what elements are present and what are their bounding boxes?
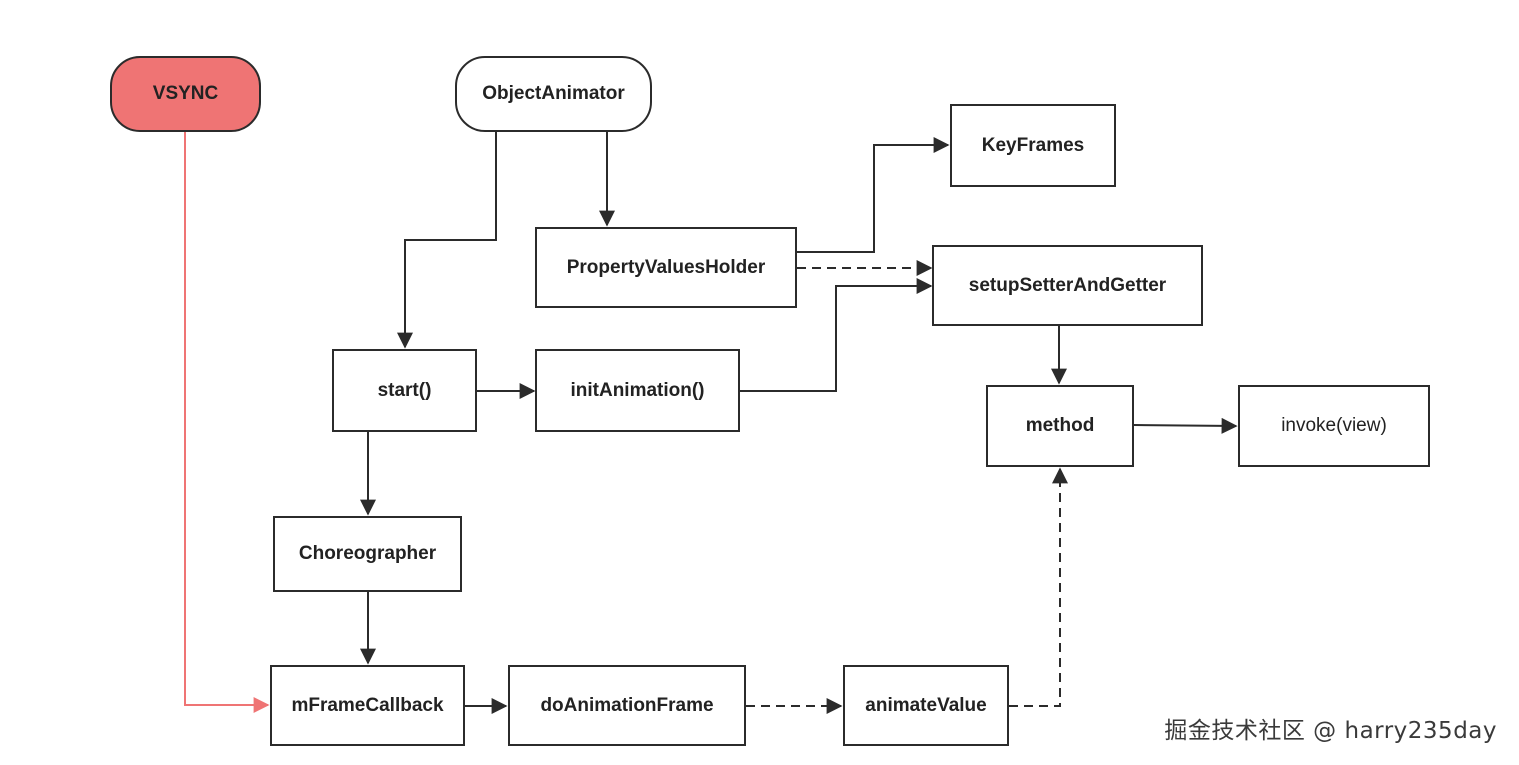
edge-objectanimator-to-start xyxy=(397,132,497,349)
node-method: method xyxy=(986,385,1134,467)
edge-propertyvaluesholder-to-keyframes xyxy=(797,137,950,253)
edge-method-to-invokeview xyxy=(1133,417,1238,434)
node-invoke-view: invoke(view) xyxy=(1238,385,1430,467)
node-do-animation-frame: doAnimationFrame xyxy=(508,665,746,746)
node-object-animator: ObjectAnimator xyxy=(455,56,652,132)
node-init-animation: initAnimation() xyxy=(535,349,740,432)
edge-initanimation-to-setupsetterandgetter xyxy=(740,278,933,392)
node-m-frame-callback: mFrameCallback xyxy=(270,665,465,746)
node-property-values-holder: PropertyValuesHolder xyxy=(535,227,797,308)
node-key-frames: KeyFrames xyxy=(950,104,1116,187)
edge-vsync-to-mframecallback xyxy=(184,132,270,713)
node-animate-value: animateValue xyxy=(843,665,1009,746)
node-vsync: VSYNC xyxy=(110,56,261,132)
node-setup-setter-and-getter: setupSetterAndGetter xyxy=(932,245,1203,326)
watermark: 掘金技术社区 @ harry235day xyxy=(1164,718,1497,744)
edge-animatevalue-to-method xyxy=(1009,467,1068,707)
node-choreographer: Choreographer xyxy=(273,516,462,592)
node-start: start() xyxy=(332,349,477,432)
